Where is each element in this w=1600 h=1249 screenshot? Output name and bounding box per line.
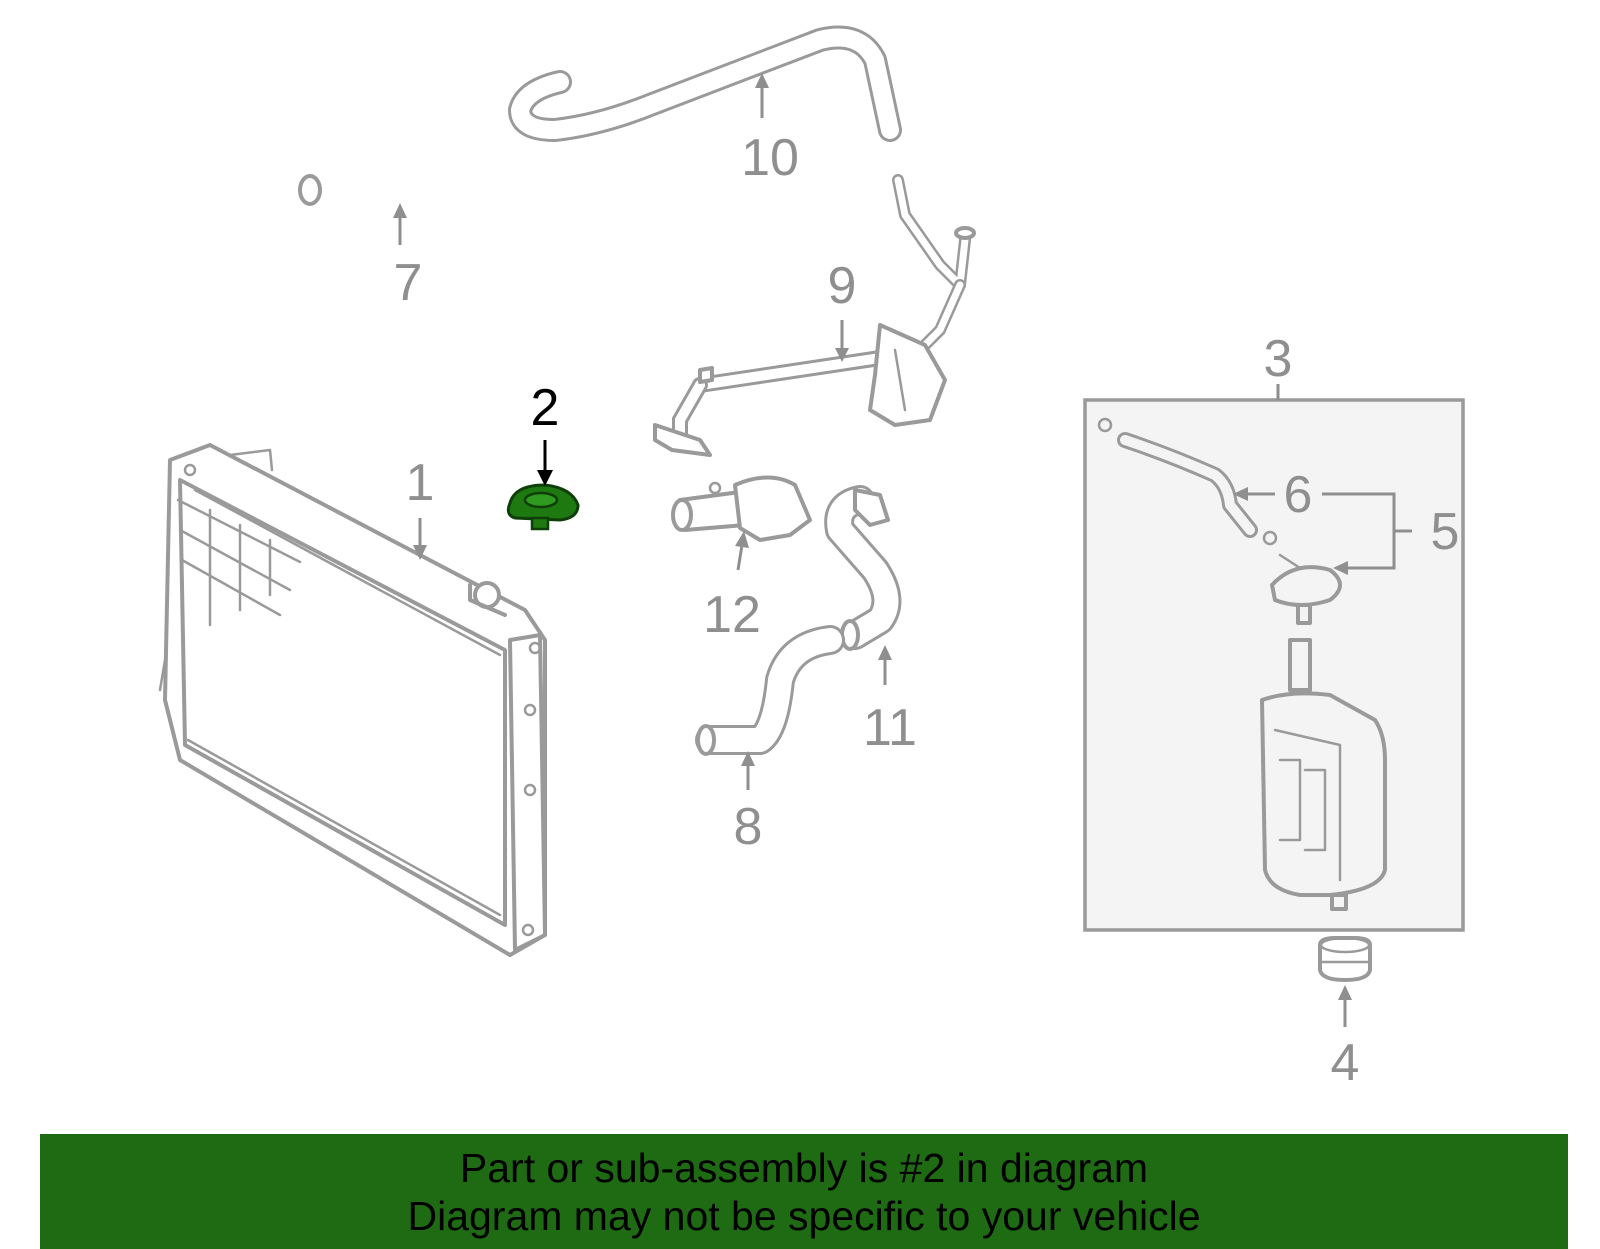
pipe-part-9[interactable] xyxy=(653,174,976,457)
radiator-cap-part-2[interactable] xyxy=(506,483,580,531)
radiator-part-1[interactable] xyxy=(158,443,547,957)
callout-5: 5 xyxy=(1431,503,1460,561)
info-banner: Part or sub-assembly is #2 in diagram Di… xyxy=(40,1134,1568,1249)
callout-8: 8 xyxy=(734,798,763,856)
banner-line-part-number: Part or sub-assembly is #2 in diagram xyxy=(459,1145,1149,1191)
callout-12: 12 xyxy=(703,586,761,644)
hose-part-8[interactable] xyxy=(695,625,845,756)
hose-part-11[interactable] xyxy=(824,485,902,651)
callout-9: 9 xyxy=(828,257,857,315)
reservoir-assembly-panel-part-3[interactable] xyxy=(1083,398,1465,932)
callout-6: 6 xyxy=(1284,466,1313,524)
banner-line-disclaimer: Diagram may not be specific to your vehi… xyxy=(407,1193,1201,1239)
callout-labels: 1 2 3 4 5 6 7 8 9 10 11 12 xyxy=(394,129,1460,1092)
callout-1: 1 xyxy=(406,454,435,512)
callout-2: 2 xyxy=(531,379,560,437)
callout-7: 7 xyxy=(394,254,423,312)
callout-3: 3 xyxy=(1264,330,1293,388)
hose-part-10[interactable] xyxy=(508,25,902,142)
callout-11: 11 xyxy=(863,699,917,757)
grommet-part-4[interactable] xyxy=(1318,936,1372,982)
callout-4: 4 xyxy=(1331,1034,1360,1092)
callout-10: 10 xyxy=(741,129,799,187)
thermostat-housing-part-12[interactable] xyxy=(671,475,812,542)
leader-arrows xyxy=(393,73,1412,1027)
hose-part-7[interactable] xyxy=(298,155,609,258)
